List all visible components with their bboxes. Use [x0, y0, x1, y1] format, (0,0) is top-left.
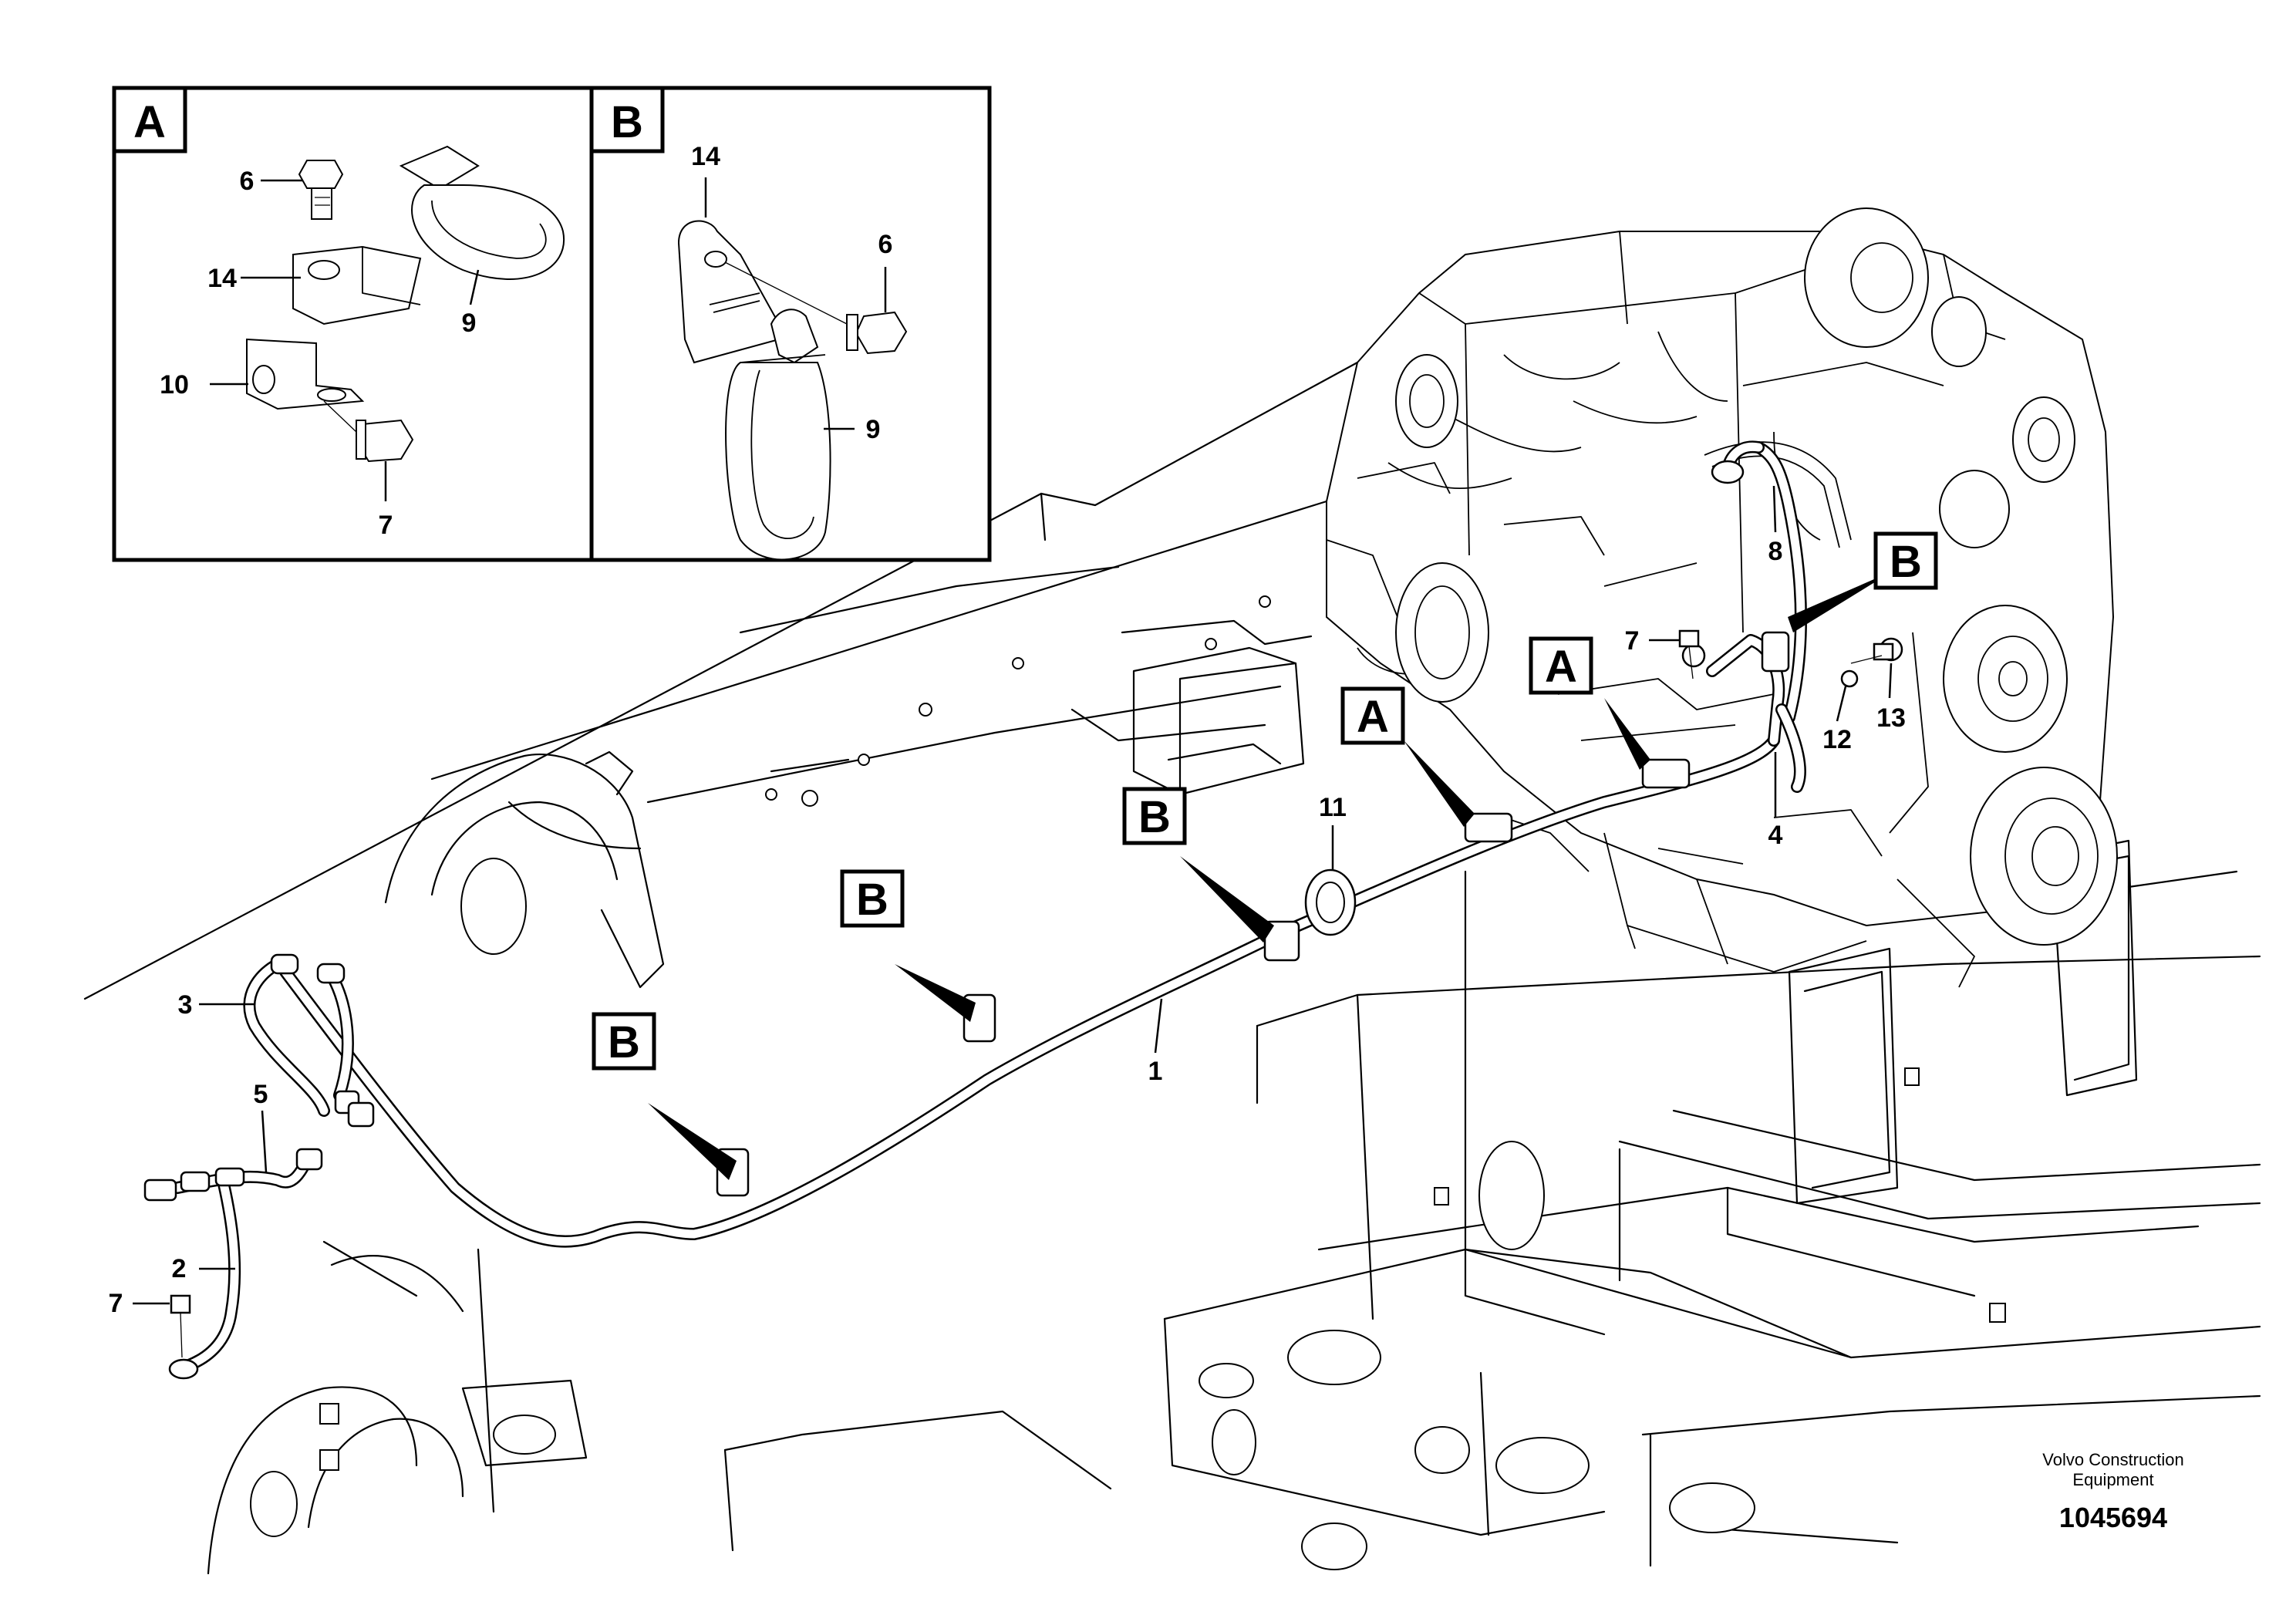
detail-view-b: B 14 6 9: [589, 86, 908, 561]
detail-view-a: A 6 14 9 10 7: [112, 86, 565, 540]
chassis-frame-drawing: [83, 361, 2261, 1575]
callout-8: 8: [1768, 537, 1783, 566]
cable-3: [243, 953, 375, 1128]
view-tag-b3: B: [1122, 787, 1187, 845]
view-tag-a1: A: [1340, 686, 1405, 745]
callout-5: 5: [254, 1080, 268, 1109]
detail-a-label-6: 6: [240, 167, 255, 196]
leader-lines: [133, 485, 1893, 1305]
callout-7-lower: 7: [109, 1289, 123, 1318]
detail-a-label-9: 9: [462, 309, 477, 338]
callout-numbers: 1 2 3 4 5 7 7 8 11 12 13: [109, 537, 1906, 1318]
detail-b-label-6: 6: [878, 230, 893, 259]
callout-4: 4: [1768, 821, 1783, 850]
view-tag-b1: B: [592, 1012, 656, 1071]
callout-7-engine: 7: [1625, 626, 1640, 656]
engine-drawing: [1326, 207, 2118, 988]
callout-13: 13: [1876, 703, 1906, 733]
callout-12: 12: [1822, 725, 1852, 754]
view-tag-b3-text: B: [1138, 792, 1171, 842]
callout-1: 1: [1148, 1057, 1163, 1086]
bolt-7-engine: [1678, 629, 1894, 679]
cable-2-and-5: [143, 1148, 323, 1380]
detail-b-label-14: 14: [691, 142, 720, 171]
bolt-icon: [298, 160, 344, 220]
detail-b-letter: B: [611, 97, 643, 147]
view-tag-b4: B: [1873, 531, 1938, 590]
detail-a-label-14: 14: [207, 264, 237, 293]
view-tag-b2-text: B: [856, 875, 888, 925]
detail-a-label-10: 10: [160, 370, 189, 400]
detail-views-panel: [112, 86, 992, 562]
manufacturer-name-line2: Equipment: [2072, 1470, 2153, 1489]
callout-11: 11: [1319, 793, 1347, 822]
detail-a-letter: A: [133, 97, 166, 147]
bolt-7-lower: [170, 1294, 191, 1358]
view-tag-b2: B: [840, 869, 905, 928]
view-tag-b4-text: B: [1890, 537, 1922, 587]
view-tag-a2-text: A: [1545, 642, 1577, 692]
detail-a-label-7: 7: [379, 511, 393, 540]
view-tag-b1-text: B: [608, 1017, 640, 1067]
callout-2: 2: [172, 1254, 187, 1283]
illustration-number: 1045694: [2059, 1502, 2167, 1533]
battery-cable-main: [279, 440, 1807, 1248]
detail-b-label-9: 9: [866, 415, 881, 444]
manufacturer-name: Volvo Construction: [2042, 1450, 2183, 1469]
view-tag-a1-text: A: [1357, 692, 1389, 742]
view-tag-a2: A: [1529, 636, 1593, 695]
title-block: Volvo Construction Equipment 1045694: [2042, 1450, 2183, 1533]
callout-3: 3: [178, 990, 193, 1020]
